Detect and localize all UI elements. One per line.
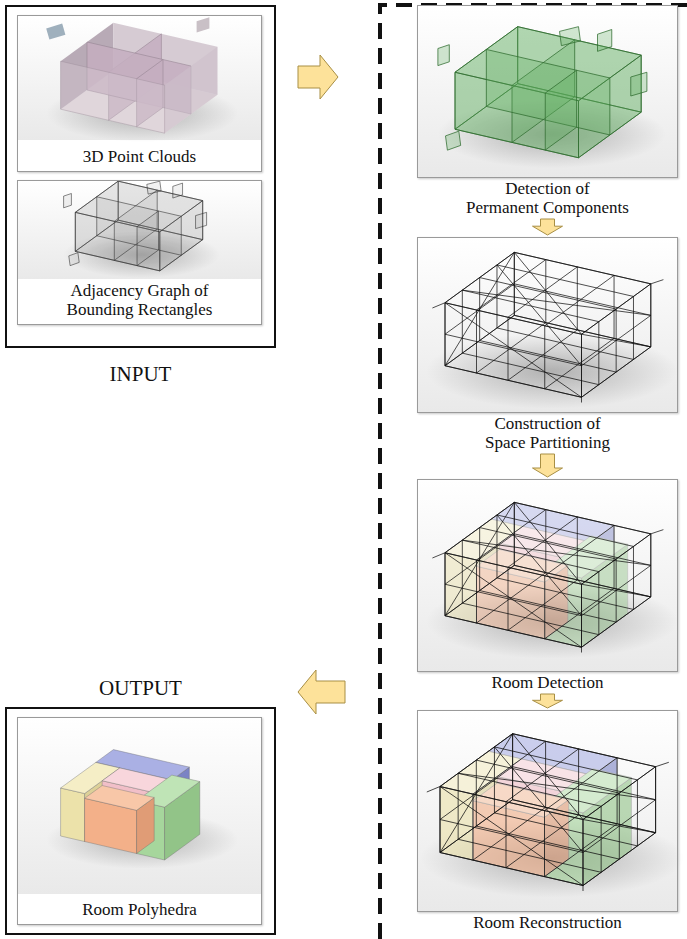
group-box: INPUT3D Point CloudsAdjacency Graph of B… <box>5 5 276 348</box>
flow-arrow <box>533 694 563 708</box>
space-partitioning-picture <box>426 252 678 408</box>
illustration-part <box>438 27 647 151</box>
panel-caption: Construction of Space Partitioning <box>446 414 649 452</box>
flow-arrow <box>533 219 563 235</box>
room-reconstruction-picture <box>420 734 684 898</box>
illustration-part <box>97 190 182 265</box>
panel-caption: 3D Point Clouds <box>42 147 237 166</box>
image-panel: Construction of Space Partitioning <box>417 237 678 413</box>
permanent-components-picture <box>438 27 666 169</box>
pipeline-bracket <box>380 5 687 939</box>
image-ground <box>18 181 261 279</box>
section-heading: INPUT <box>7 362 274 386</box>
panel-caption: Adjacency Graph of Bounding Rectangles <box>42 281 237 319</box>
panel-caption: Detection of Permanent Components <box>446 179 649 217</box>
flow-arrow <box>298 55 338 99</box>
illustration-part <box>165 47 218 133</box>
panel-caption: Room Polyhedra <box>42 900 237 919</box>
flow-arrow <box>298 670 345 714</box>
image-ground <box>18 718 261 894</box>
image-panel: Adjacency Graph of Bounding Rectangles <box>17 180 262 325</box>
illustration-part <box>486 40 610 150</box>
illustration-part <box>432 252 663 402</box>
image-panel: Detection of Permanent Components <box>417 5 678 178</box>
illustration-part <box>427 734 669 891</box>
image-panel: Room Detection <box>417 479 678 672</box>
illustration-part <box>61 750 200 860</box>
illustration-part <box>438 27 647 158</box>
illustration-part <box>61 61 165 133</box>
illustration-part <box>455 27 641 158</box>
illustration-part <box>46 24 65 40</box>
group-box: OUTPUTRoom Polyhedra <box>5 707 276 935</box>
illustration-part <box>75 181 202 271</box>
panel-caption: Room Reconstruction <box>446 913 649 932</box>
bounding-rectangles-picture <box>64 181 220 278</box>
image-ground <box>418 6 677 177</box>
illustration-part <box>197 17 210 32</box>
illustration-part <box>64 181 207 271</box>
panel-caption: Room Detection <box>446 673 649 692</box>
image-panel: Room Reconstruction <box>417 710 678 912</box>
point-cloud-picture <box>46 17 238 142</box>
section-heading: OUTPUT <box>7 676 274 700</box>
illustration-part <box>64 181 207 266</box>
room-polyhedra-picture <box>46 750 238 869</box>
image-panel: Room Polyhedra <box>17 717 262 925</box>
illustration-part <box>432 502 663 652</box>
flow-arrow <box>533 454 563 477</box>
image-panel: 3D Point Clouds <box>17 15 262 172</box>
room-detection-picture <box>426 502 678 658</box>
